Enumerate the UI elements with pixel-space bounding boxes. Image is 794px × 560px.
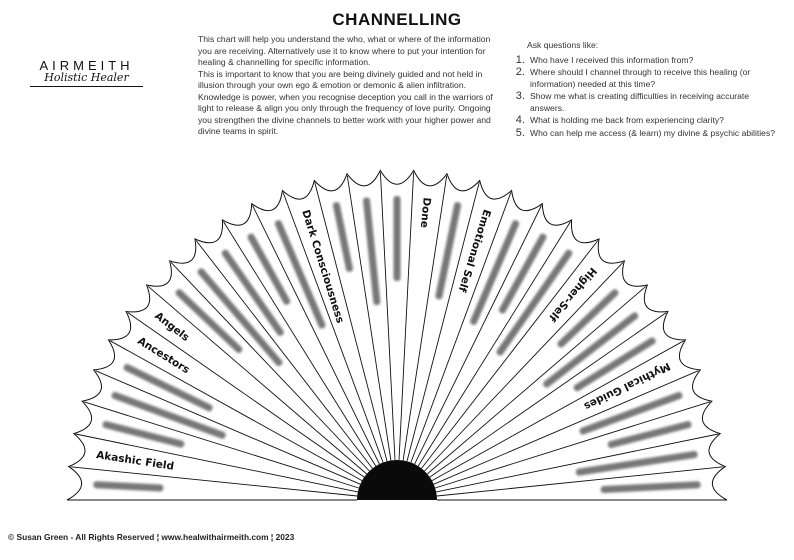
- fan-segment-line: [95, 370, 361, 485]
- fan-blurred-entry: [332, 202, 353, 272]
- fan-outline: [66, 169, 728, 501]
- question-item: What is holding me back from experiencin…: [528, 115, 785, 127]
- fan-blurred-entry: [363, 197, 381, 306]
- fan-blurred-entry: [579, 391, 683, 435]
- fan-blurred-entry: [247, 233, 291, 305]
- question-item: Who can help me access (& learn) my divi…: [528, 128, 785, 140]
- fan-blurred-entry: [498, 233, 547, 314]
- fan-segment-line: [398, 172, 415, 461]
- fan-blurred-entry: [221, 249, 284, 336]
- fan-segment-line: [282, 192, 384, 463]
- question-item: Where should I channel through to receiv…: [528, 67, 785, 90]
- fan-segment-line: [429, 312, 667, 478]
- fan-segment-line: [417, 221, 571, 467]
- fan-segment-line: [314, 182, 388, 462]
- fan-segment-line: [424, 261, 624, 472]
- fan-scalloped-edge: [66, 169, 728, 501]
- fan-segment-line: [170, 261, 370, 472]
- questions-list: Who have I received this information fro…: [515, 55, 785, 140]
- fan-segment-line: [70, 466, 358, 497]
- fan-segment-line: [147, 285, 367, 475]
- fan-blurred-entry: [123, 363, 213, 412]
- fan-segment-line: [436, 433, 719, 493]
- brand-tagline: Holistic Healer: [44, 71, 129, 84]
- questions-panel: Ask questions like: Who have I received …: [515, 40, 785, 140]
- fan-blurred-entry: [557, 289, 619, 348]
- footer-copyright: © Susan Green - All Rights Reserved ¦ ww…: [8, 532, 295, 542]
- intro-paragraph: This chart will help you understand the …: [198, 34, 491, 67]
- fan-blurred-entry: [393, 196, 401, 281]
- fan-blurred-entry: [470, 220, 520, 325]
- fan-segment-line: [410, 192, 512, 463]
- fan-segment-line: [433, 370, 699, 485]
- fan-label: Done: [418, 197, 433, 229]
- fan-segment-line: [431, 340, 685, 481]
- question-item: Show me what is creating difficulties in…: [528, 91, 785, 114]
- fan-blurred-entry: [607, 421, 692, 449]
- brand-name: AIRMEITH: [39, 58, 134, 73]
- fan-segment-line: [379, 172, 396, 461]
- fan-segment-line: [406, 182, 480, 462]
- fan-segment-line: [402, 175, 448, 461]
- fan-blurred-entry: [600, 481, 701, 494]
- intro-paragraph: This is important to know that you are b…: [198, 68, 483, 91]
- intro-text: This chart will help you understand the …: [198, 34, 504, 138]
- fan-blurred-entry: [573, 337, 656, 392]
- fan-blurred-entry: [175, 289, 243, 354]
- fan-hub: [357, 460, 437, 500]
- fan-blurred-entry: [197, 268, 283, 367]
- fan-blurred-entry: [111, 391, 226, 439]
- fan-segment-lines: [70, 172, 724, 501]
- fan-segment-line: [223, 221, 377, 467]
- fan-blurred-entry: [102, 421, 185, 448]
- brand-logo: AIRMEITH Holistic Healer: [24, 58, 149, 87]
- fan-segment-line: [427, 285, 647, 475]
- fan-segment-line: [436, 466, 724, 497]
- question-item: Who have I received this information fro…: [528, 55, 785, 67]
- fan-segment-line: [195, 240, 373, 469]
- page-title: CHANNELLING: [332, 10, 462, 29]
- fan-segment-line: [421, 240, 599, 469]
- fan-blurred-entry: [435, 202, 462, 300]
- fan-blurred-entries: [93, 196, 701, 494]
- fan-segment-line: [127, 312, 365, 478]
- fan-segment-line: [414, 205, 542, 465]
- fan-blurred-entry: [274, 220, 326, 329]
- fan-blurred-entry: [543, 312, 639, 388]
- fan-segment-line: [75, 433, 358, 493]
- logo-underline: [30, 86, 143, 87]
- fan-blurred-entry: [575, 450, 698, 476]
- fan-segment-line: [346, 175, 392, 461]
- fan-segment-line: [435, 401, 711, 489]
- intro-paragraph: Knowledge is power, when you recognise d…: [198, 91, 493, 137]
- fan-blurred-entry: [93, 481, 164, 492]
- fan-segment-line: [83, 401, 359, 489]
- questions-heading: Ask questions like:: [527, 40, 599, 50]
- fan-segment-line: [252, 205, 380, 465]
- fan-segment-line: [109, 340, 363, 481]
- fan-blurred-entry: [496, 249, 573, 356]
